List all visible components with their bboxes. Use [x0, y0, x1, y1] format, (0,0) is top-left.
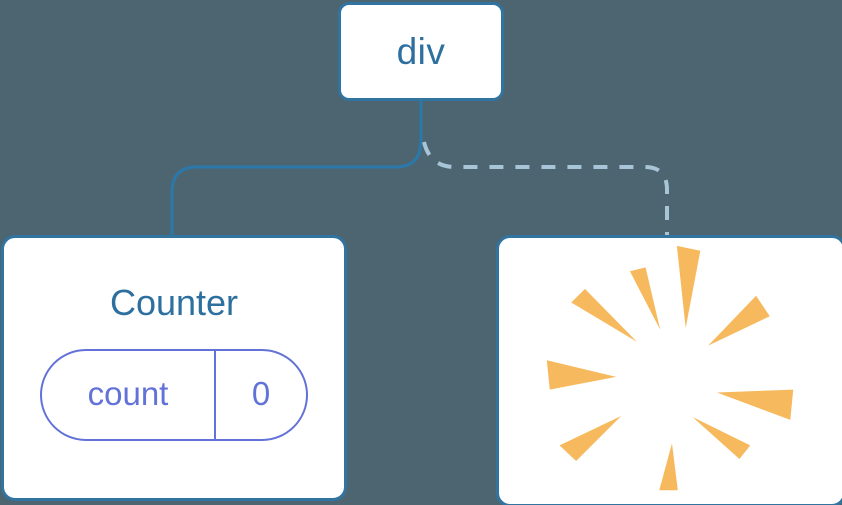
node-div[interactable]: div [338, 2, 504, 101]
burst-rays-svg [546, 245, 794, 491]
prop-pill-count[interactable]: count 0 [40, 349, 308, 441]
burst-ray [708, 295, 770, 346]
burst-icon [499, 238, 842, 504]
prop-key-label: count [87, 375, 169, 412]
burst-ray-group [546, 245, 794, 491]
burst-ray [692, 416, 751, 460]
node-burst[interactable] [496, 235, 842, 505]
burst-ray [559, 415, 622, 461]
burst-ray [676, 245, 701, 328]
burst-ray [659, 443, 678, 491]
burst-ray [546, 360, 617, 390]
prop-value-label: 0 [214, 351, 306, 439]
node-counter-label: Counter [109, 282, 239, 323]
burst-ray [571, 288, 637, 342]
node-counter[interactable]: Counter count 0 [1, 235, 347, 501]
connector-root-to-counter [170, 138, 423, 238]
burst-ray [629, 267, 661, 330]
node-div-label: div [396, 31, 446, 72]
burst-ray [716, 389, 794, 420]
connector-root-to-burst [422, 141, 669, 240]
